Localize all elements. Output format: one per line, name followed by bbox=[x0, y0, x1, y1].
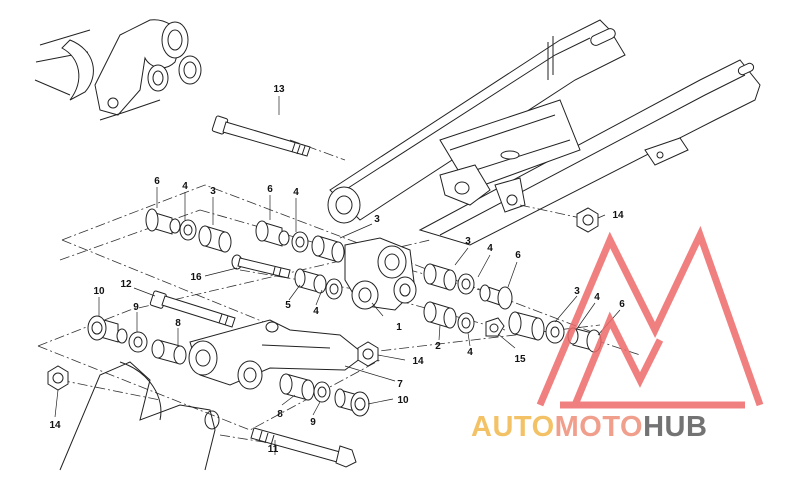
frame-section-bottom bbox=[59, 361, 220, 471]
upper-left-bushings bbox=[145, 208, 232, 253]
tie-rod bbox=[188, 319, 366, 390]
frame-clamp-detail bbox=[34, 19, 202, 121]
callout-6: 6 bbox=[267, 184, 273, 195]
callout-10: 10 bbox=[93, 286, 105, 297]
callout-11: 11 bbox=[268, 444, 279, 455]
left-lower-bushings bbox=[87, 315, 187, 365]
callout-3: 3 bbox=[210, 186, 216, 197]
callout-13: 13 bbox=[273, 84, 285, 95]
leader-lines bbox=[54, 96, 621, 455]
callout-10: 10 bbox=[397, 395, 409, 406]
watermark-mark bbox=[536, 225, 764, 409]
watermark-logo: AUTOMOTOHUB bbox=[471, 225, 764, 443]
callout-4: 4 bbox=[293, 187, 299, 198]
callout-8: 8 bbox=[175, 318, 181, 329]
watermark-moto: MOTO bbox=[555, 411, 643, 443]
rocker-link bbox=[344, 237, 417, 311]
callout-12: 12 bbox=[120, 279, 132, 290]
callout-7: 7 bbox=[397, 379, 403, 390]
callouts: 13 6 4 3 6 4 3 14 3 4 6 16 12 10 9 8 5 4… bbox=[49, 84, 625, 455]
callout-3: 3 bbox=[465, 236, 471, 247]
callout-4: 4 bbox=[594, 292, 600, 303]
bolt-11 bbox=[250, 427, 357, 468]
callout-3: 3 bbox=[374, 214, 380, 225]
bolt-13 bbox=[211, 115, 311, 157]
callout-4: 4 bbox=[487, 243, 493, 254]
callout-6: 6 bbox=[515, 250, 521, 261]
nut-14-middle bbox=[357, 341, 379, 367]
callout-4: 4 bbox=[467, 347, 473, 358]
lower-right-bushings bbox=[279, 373, 370, 417]
callout-6: 6 bbox=[154, 176, 160, 187]
callout-15: 15 bbox=[514, 354, 526, 365]
middle-spacers bbox=[294, 268, 343, 300]
callout-14: 14 bbox=[612, 210, 624, 221]
nut-14-left bbox=[47, 365, 69, 391]
callout-4: 4 bbox=[313, 306, 319, 317]
bolt-16 bbox=[231, 254, 291, 279]
right-upper-bushings bbox=[423, 263, 513, 310]
callout-2: 2 bbox=[435, 341, 441, 352]
nut-14-right bbox=[576, 207, 599, 233]
callout-8: 8 bbox=[277, 409, 283, 420]
callout-14: 14 bbox=[49, 420, 61, 431]
watermark-auto: AUTO bbox=[471, 411, 555, 443]
callout-16: 16 bbox=[190, 272, 202, 283]
callout-14: 14 bbox=[412, 356, 424, 367]
right-lower-bushings bbox=[423, 301, 505, 337]
callout-1: 1 bbox=[396, 322, 402, 333]
callout-6: 6 bbox=[619, 299, 625, 310]
callout-9: 9 bbox=[310, 417, 316, 428]
callout-5: 5 bbox=[285, 300, 291, 311]
callout-3: 3 bbox=[574, 286, 580, 297]
bolt-12 bbox=[149, 290, 236, 328]
watermark-text: AUTOMOTOHUB bbox=[471, 411, 707, 443]
callout-9: 9 bbox=[133, 302, 139, 313]
callout-4: 4 bbox=[182, 181, 188, 192]
upper-middle-bushings bbox=[255, 220, 345, 263]
swingarm bbox=[327, 19, 761, 246]
watermark-hub: HUB bbox=[643, 411, 707, 443]
